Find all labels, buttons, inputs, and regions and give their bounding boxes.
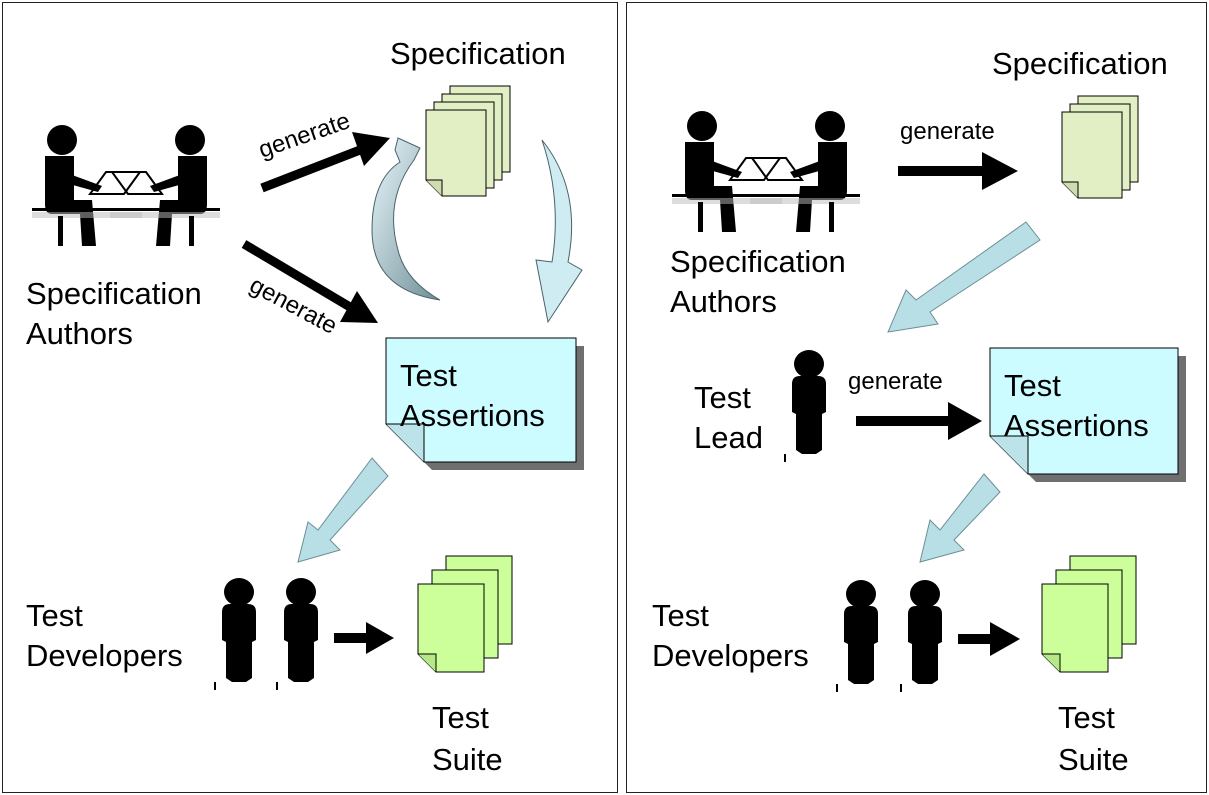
flow-arrow-spec-to-lead (887, 221, 1041, 333)
specification-authors-icon-right (671, 110, 861, 233)
specification-document-icon (425, 85, 511, 197)
flow-arrow-to-developers (297, 457, 389, 563)
authors-label-line2: Authors (26, 316, 133, 351)
test-developers-icon-right (836, 580, 942, 692)
test-developers-icon (214, 578, 318, 690)
assertions-label-line2: Assertions (400, 398, 545, 433)
developers-label-right-line2: Developers (652, 638, 809, 673)
suite-label-right-line2: Suite (1058, 742, 1129, 777)
generate-arrow-bottom (241, 240, 378, 323)
specification-document-icon-right (1061, 95, 1139, 199)
lead-label-line1: Test (694, 380, 751, 415)
developers-label-right-line1: Test (652, 598, 709, 633)
specification-authors-icon (31, 124, 221, 247)
refine-cycle-arrows (371, 137, 583, 324)
generate-label-bottom: generate (245, 271, 341, 339)
authors-label-line1: Specification (26, 276, 202, 311)
suite-label-line2: Suite (432, 742, 503, 777)
generate-arrow-top (260, 132, 390, 193)
developers-label-line1: Test (26, 598, 83, 633)
authors-label-right-line1: Specification (670, 244, 846, 279)
generate-arrow-right (898, 152, 1018, 190)
suite-label-right-line1: Test (1058, 700, 1115, 735)
specification-title-right: Specification (992, 46, 1168, 81)
generate-label-right: generate (900, 118, 995, 145)
authors-label-right-line2: Authors (670, 284, 777, 319)
lead-label-line2: Lead (694, 420, 763, 455)
develop-arrow-right (958, 622, 1020, 656)
flow-arrow-to-developers-right (919, 473, 1001, 563)
assertions-label-right-line1: Test (1004, 368, 1061, 403)
assertions-label-line1: Test (400, 358, 457, 393)
test-lead-icon (784, 350, 826, 462)
test-suite-document-icon (417, 555, 513, 673)
generate-label-lead: generate (848, 368, 943, 395)
suite-label-line1: Test (432, 700, 489, 735)
test-assertions-document-right (989, 347, 1186, 482)
assertions-label-right-line2: Assertions (1004, 408, 1149, 443)
develop-arrow (334, 622, 394, 654)
test-suite-document-icon-right (1041, 555, 1137, 673)
test-assertions-document (385, 337, 584, 470)
specification-title: Specification (390, 36, 566, 71)
generate-arrow-lead (856, 402, 982, 440)
developers-label-line2: Developers (26, 638, 183, 673)
